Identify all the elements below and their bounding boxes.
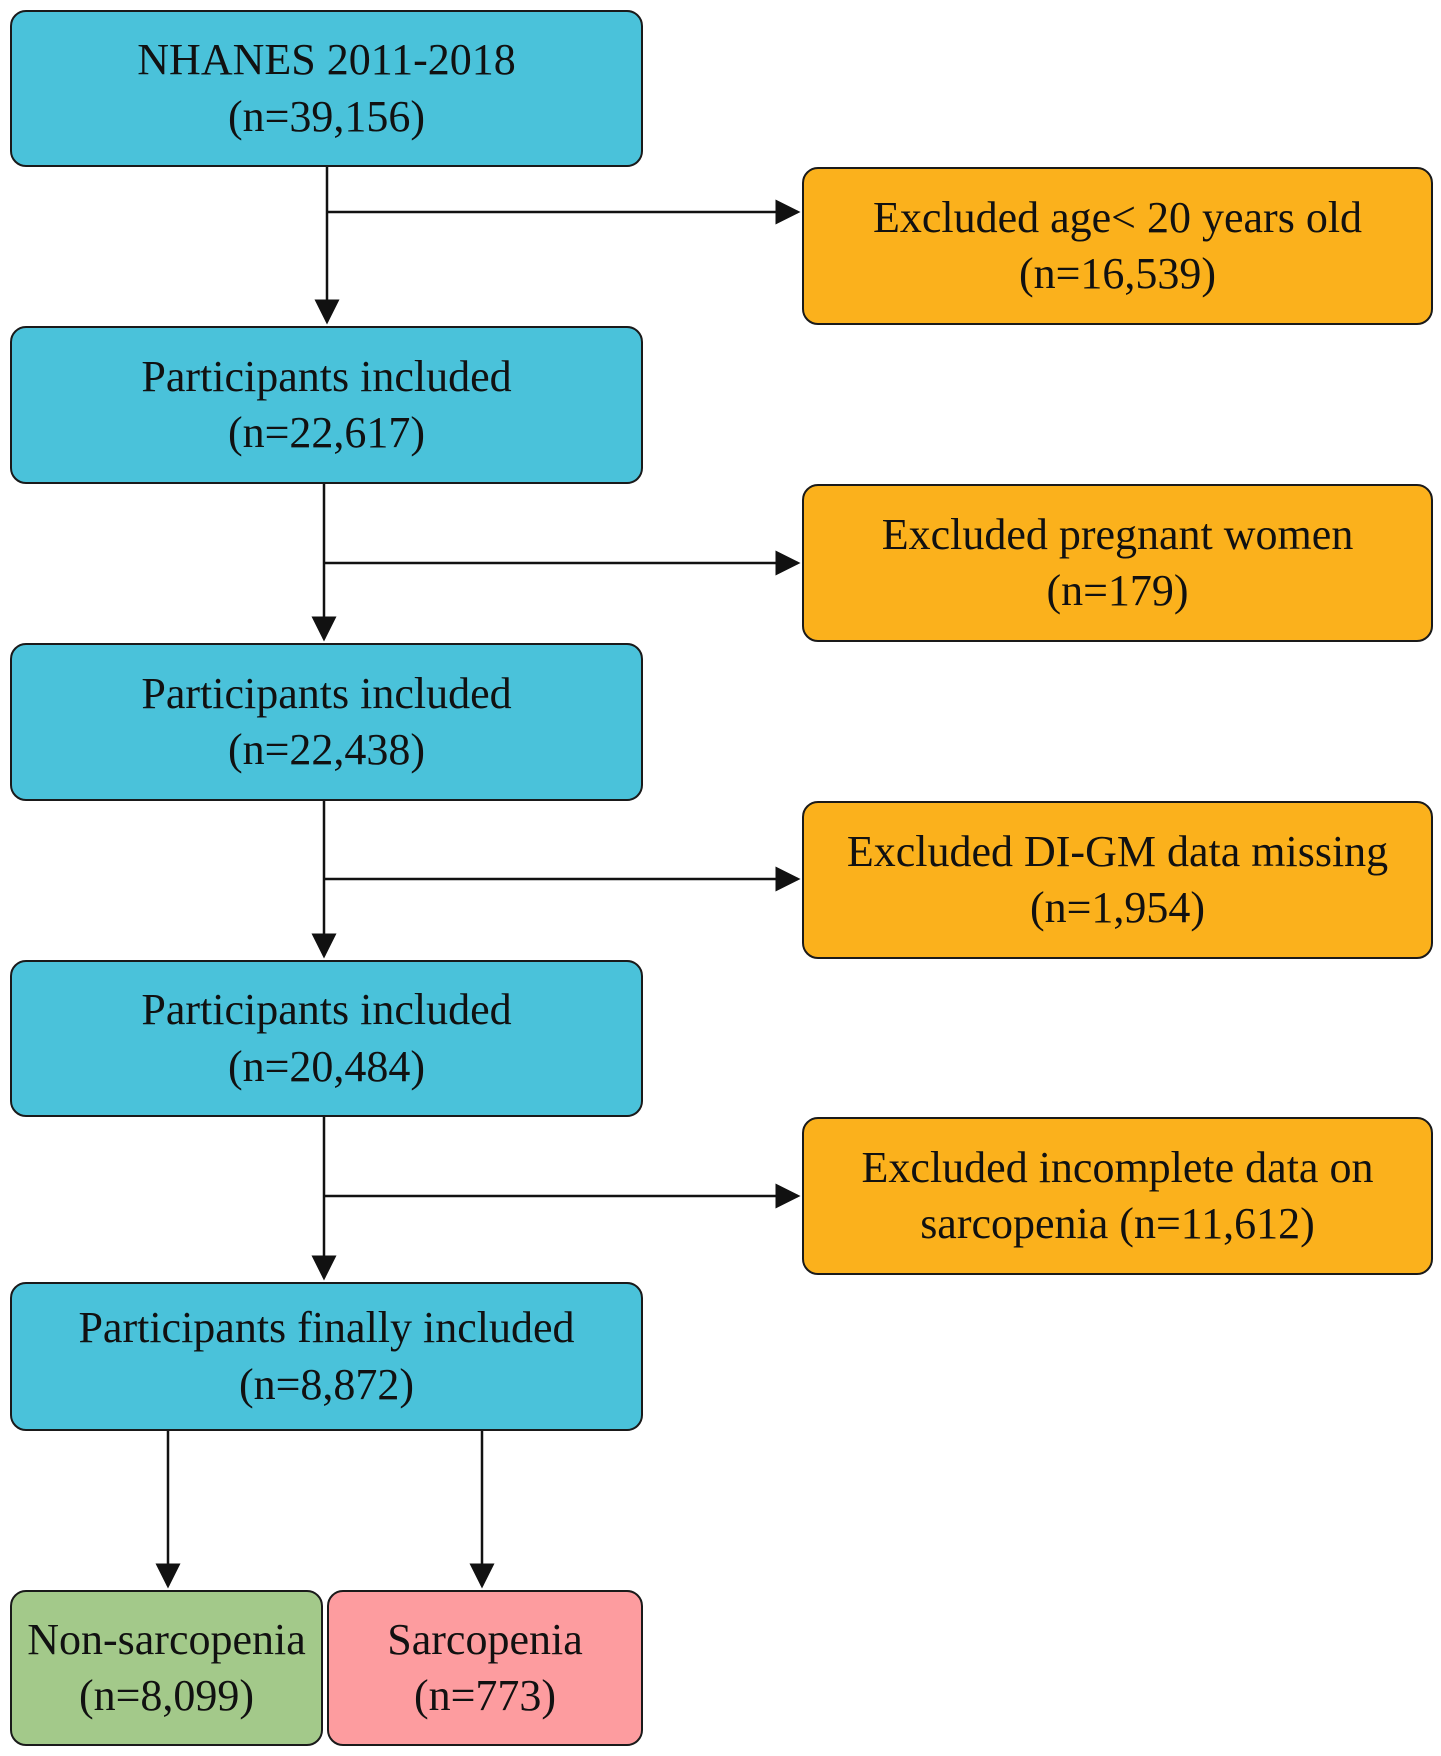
node-label: Excluded incomplete data on <box>861 1142 1374 1192</box>
node-count: (n=8,099) <box>78 1671 255 1720</box>
node-count: sarcopenia (n=11,612) <box>920 1199 1315 1248</box>
node-label: Participants included <box>141 668 512 718</box>
node-non-sarcopenia: Non-sarcopenia (n=8,099) <box>10 1590 323 1746</box>
node-count: (n=8,872) <box>238 1359 415 1409</box>
node-label: NHANES 2011-2018 <box>137 35 516 85</box>
node-count: (n=39,156) <box>227 91 426 141</box>
node-excluded-age: Excluded age< 20 years old (n=16,539) <box>802 167 1433 325</box>
node-label: Excluded age< 20 years old <box>872 192 1363 242</box>
node-count: (n=179) <box>1046 566 1189 615</box>
node-excluded-digm-missing: Excluded DI-GM data missing (n=1,954) <box>802 801 1433 959</box>
node-count: (n=20,484) <box>227 1041 426 1091</box>
node-count: (n=22,438) <box>227 725 426 774</box>
node-label: Excluded pregnant women <box>881 509 1354 559</box>
node-nhanes-start: NHANES 2011-2018 (n=39,156) <box>10 10 643 167</box>
node-label: Participants finally included <box>78 1303 575 1353</box>
node-label: Sarcopenia <box>387 1614 583 1664</box>
node-label: Participants included <box>141 985 512 1035</box>
node-label: Non-sarcopenia <box>27 1614 306 1664</box>
node-participants-finally-included: Participants finally included (n=8,872) <box>10 1282 643 1431</box>
node-count: (n=16,539) <box>1018 249 1217 298</box>
node-excluded-pregnant: Excluded pregnant women (n=179) <box>802 484 1433 642</box>
node-participants-included-1: Participants included (n=22,617) <box>10 326 643 484</box>
node-participants-included-3: Participants included (n=20,484) <box>10 960 643 1117</box>
node-count: (n=1,954) <box>1029 883 1206 932</box>
node-count: (n=773) <box>413 1671 557 1720</box>
node-label: Participants included <box>141 351 512 401</box>
node-label: Excluded DI-GM data missing <box>846 826 1389 876</box>
node-sarcopenia: Sarcopenia (n=773) <box>327 1590 643 1746</box>
node-participants-included-2: Participants included (n=22,438) <box>10 643 643 801</box>
node-excluded-incomplete-sarcopenia: Excluded incomplete data on sarcopenia (… <box>802 1117 1433 1275</box>
node-count: (n=22,617) <box>227 408 426 457</box>
